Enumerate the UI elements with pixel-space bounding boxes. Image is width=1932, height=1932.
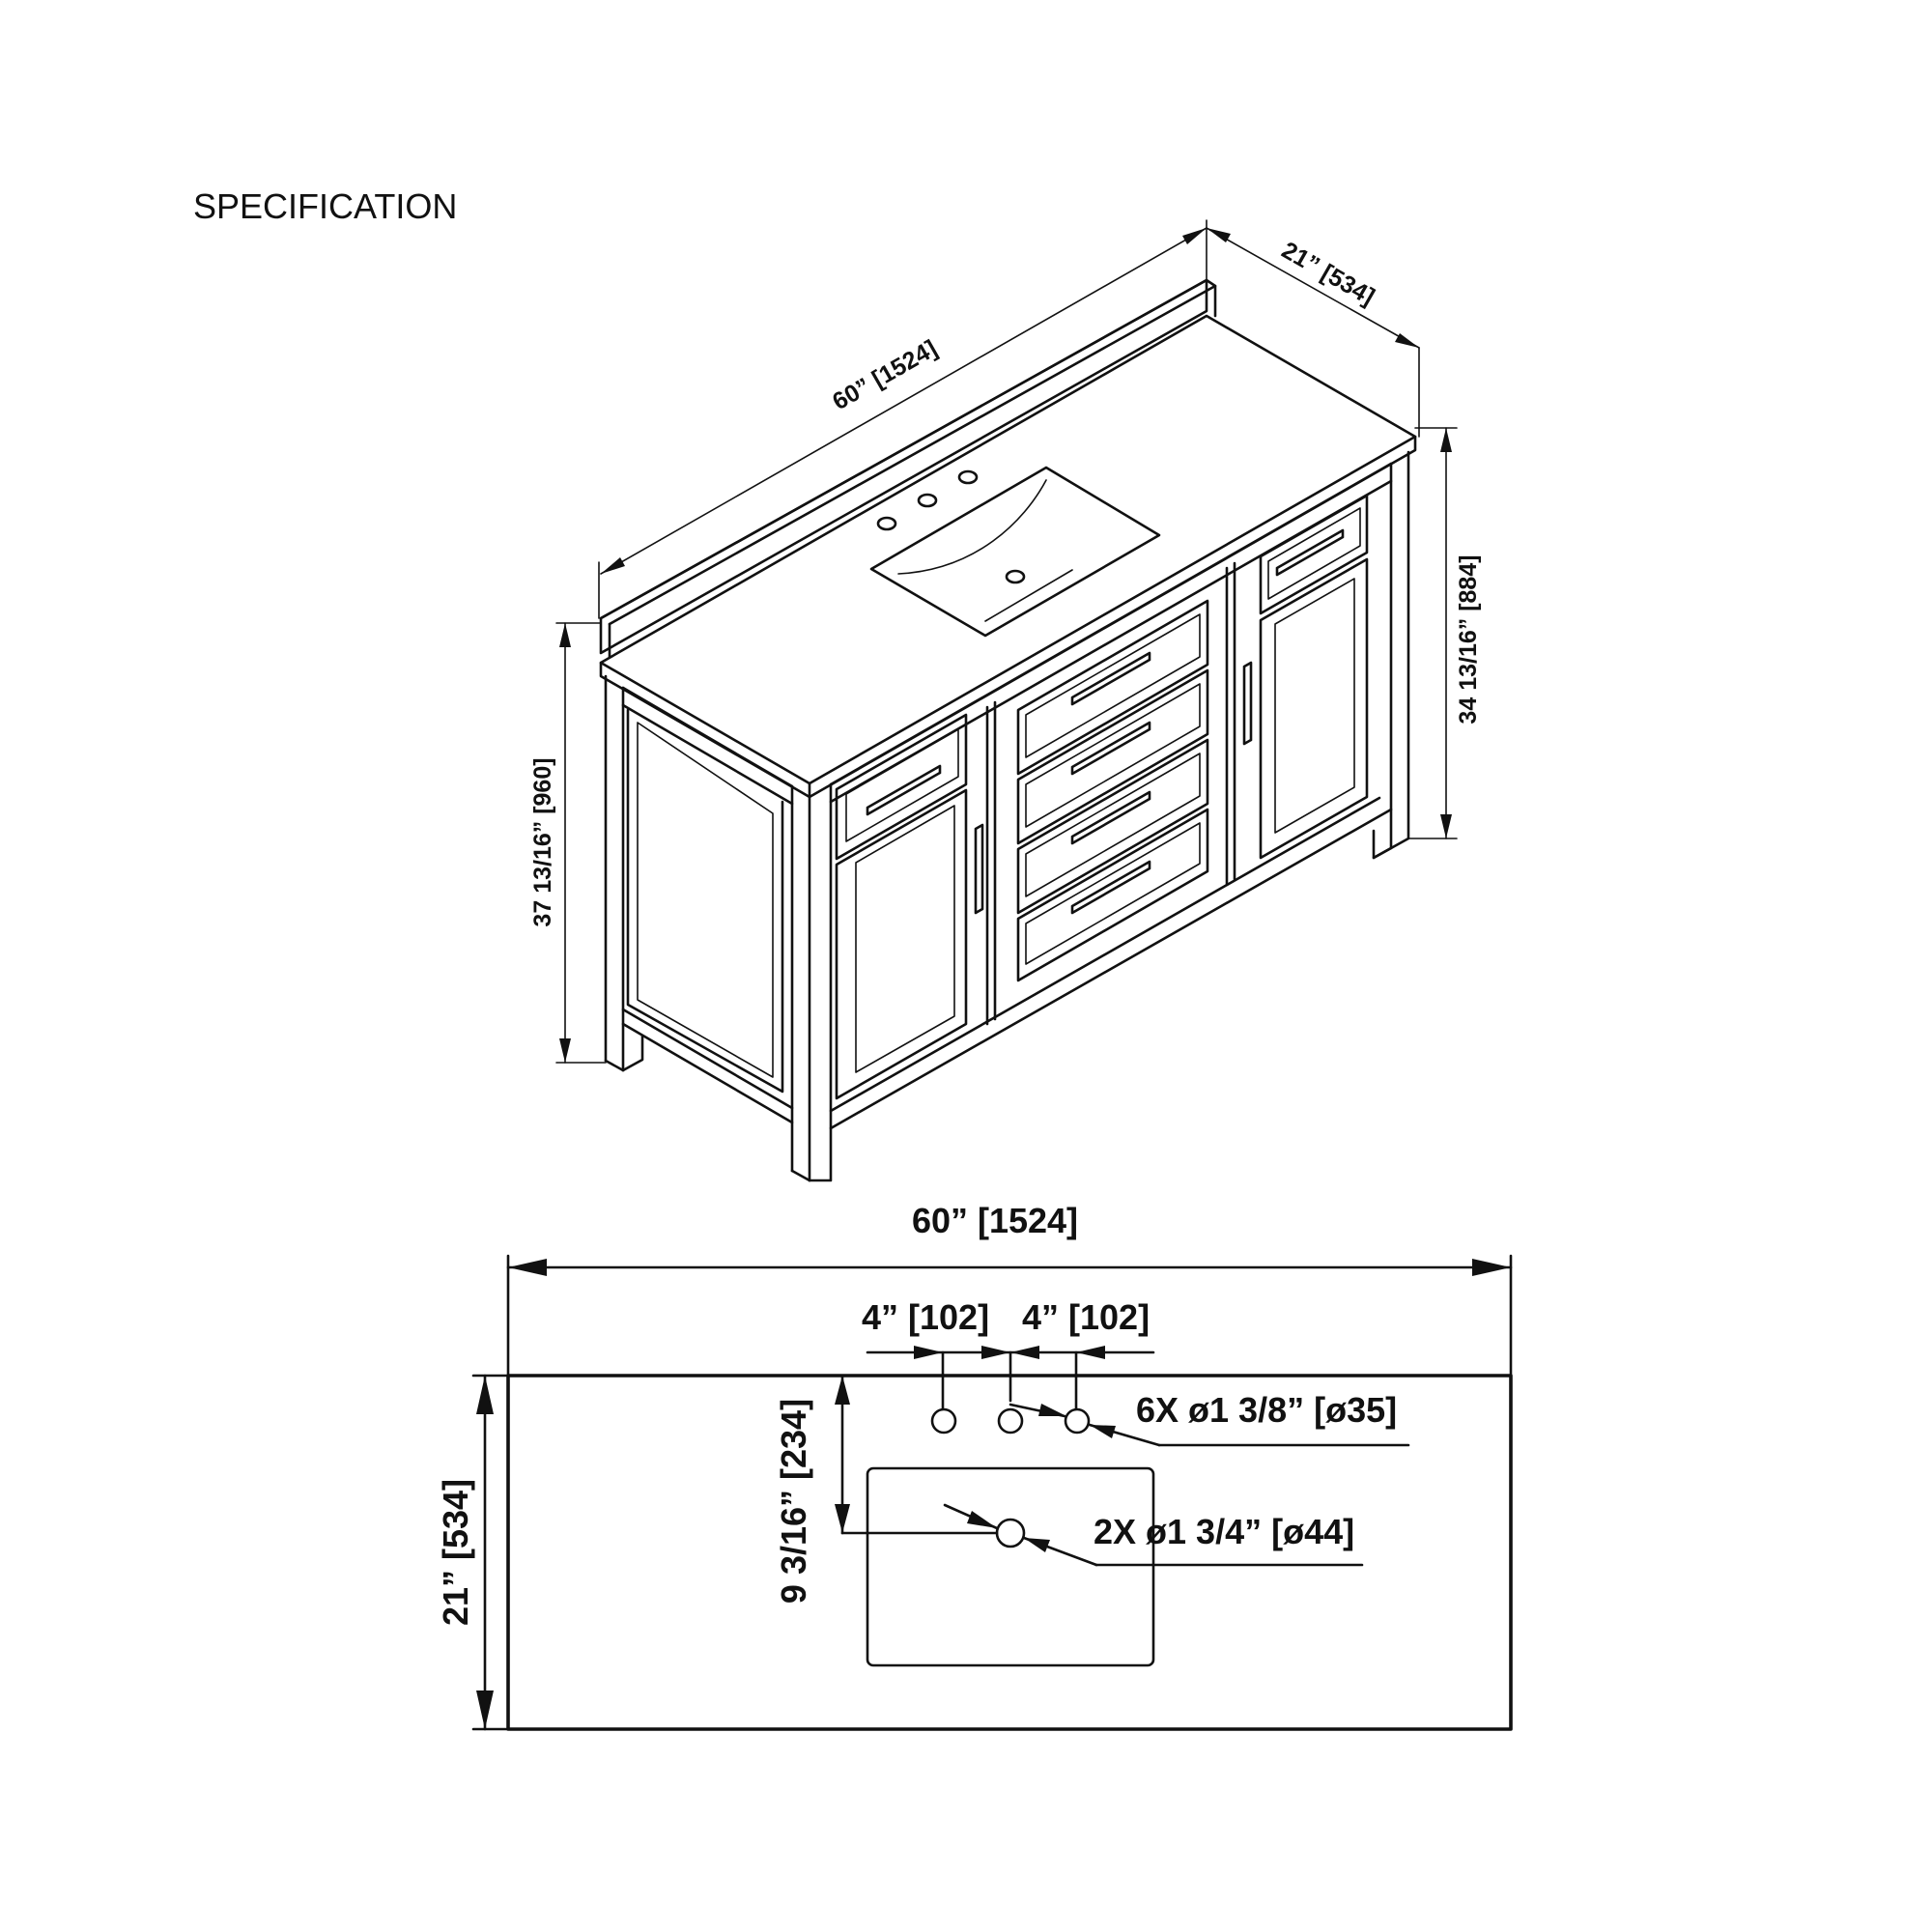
undermount-sink bbox=[869, 466, 1161, 638]
drain: 2X ø1 3/4” [ø44] bbox=[943, 1503, 1364, 1567]
faucet-hole-right bbox=[957, 469, 979, 485]
left-door-handle bbox=[974, 823, 984, 915]
top-depth-dimension: 21” [534] bbox=[436, 1374, 510, 1731]
left-drawer bbox=[835, 713, 968, 861]
top-faucet-hole-center bbox=[997, 1407, 1024, 1435]
top-width-label: 60” [1524] bbox=[912, 1201, 1078, 1240]
drain-offset-dimension: 9 3/16” [234] bbox=[774, 1374, 999, 1604]
right-drawer-handle bbox=[1275, 528, 1345, 577]
drain-offset-label: 9 3/16” [234] bbox=[774, 1399, 813, 1604]
cabinet-left-side bbox=[604, 674, 833, 1182]
faucet-holes-label: 6X ø1 3/8” [ø35] bbox=[1136, 1390, 1397, 1430]
iso-width-label: 60” [1524] bbox=[828, 335, 942, 416]
iso-total-height-dimension: 37 13/16” [960] bbox=[529, 622, 607, 1064]
iso-cabinet-height-label: 34 13/16” [884] bbox=[1455, 554, 1482, 724]
sink-basin-outline bbox=[866, 1466, 1155, 1667]
left-drawer-handle bbox=[866, 764, 942, 816]
center-drawers bbox=[1016, 599, 1209, 982]
right-door-handle bbox=[1242, 661, 1253, 746]
center-drawer-3-handle bbox=[1070, 790, 1151, 845]
faucet-hole-left bbox=[876, 516, 897, 531]
top-width-dimension: 60” [1524] bbox=[506, 1201, 1513, 1378]
iso-cabinet-height-dimension: 34 13/16” [884] bbox=[1407, 427, 1482, 839]
faucet-hole-center bbox=[917, 493, 938, 508]
drain-hole-top bbox=[995, 1518, 1026, 1548]
top-depth-label: 21” [534] bbox=[436, 1479, 475, 1626]
faucet-holes: 6X ø1 3/8” [ø35] bbox=[930, 1390, 1410, 1447]
faucet-spacing-dimension: 4” [102] 4” [102] bbox=[862, 1297, 1155, 1412]
drain-hole bbox=[1005, 569, 1026, 584]
backsplash bbox=[599, 278, 1217, 660]
vanity-isometric-view: 60” [1524] 21” [534] 37 13/16” [960] bbox=[529, 219, 1482, 1182]
top-faucet-hole-left bbox=[930, 1407, 957, 1435]
right-drawer bbox=[1259, 494, 1369, 615]
faucet-spacing-left-label: 4” [102] bbox=[862, 1297, 989, 1337]
page-title: SPECIFICATION bbox=[193, 186, 457, 226]
center-drawer-4-handle bbox=[1070, 860, 1151, 915]
center-drawer-1-handle bbox=[1070, 651, 1151, 706]
top-faucet-hole-right bbox=[1064, 1407, 1091, 1435]
faucet-spacing-right-label: 4” [102] bbox=[1022, 1297, 1150, 1337]
left-door bbox=[835, 788, 984, 1100]
iso-total-height-label: 37 13/16” [960] bbox=[529, 757, 556, 926]
countertop-top-view: 60” [1524] 21” [534] 4” [102] 4” [102] bbox=[436, 1201, 1513, 1731]
iso-depth-label: 21” [534] bbox=[1277, 237, 1379, 311]
right-door bbox=[1242, 557, 1369, 860]
center-drawer-2-handle bbox=[1070, 721, 1151, 776]
drain-holes-label: 2X ø1 3/4” [ø44] bbox=[1094, 1512, 1354, 1551]
